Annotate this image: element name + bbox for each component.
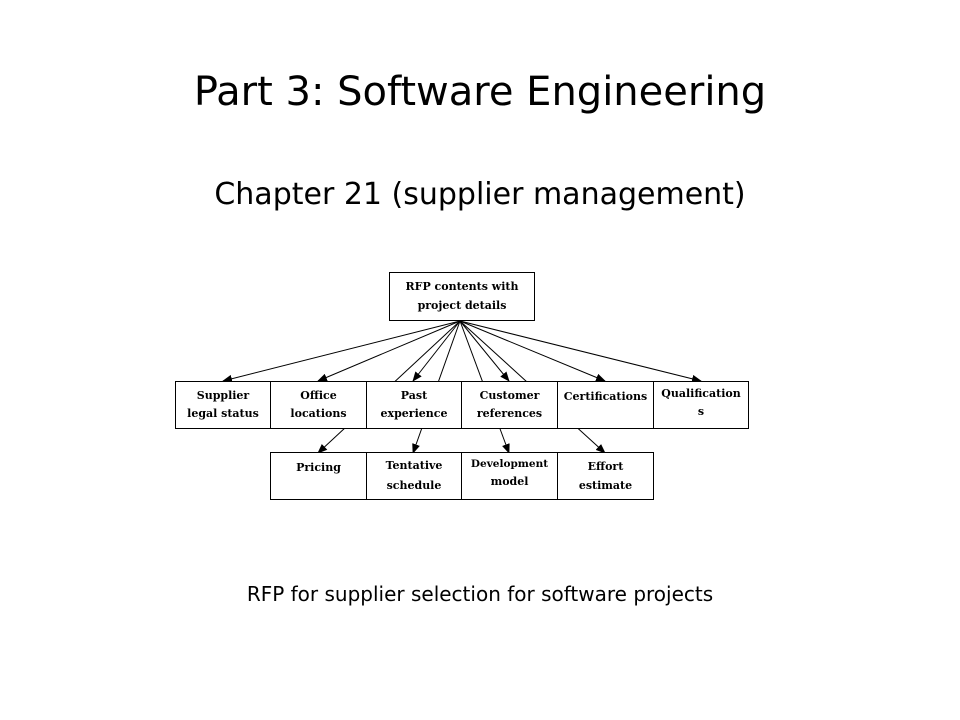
- row2-box-development-model: Development model: [461, 452, 558, 500]
- row1-box-label-line1: Qualification: [661, 387, 741, 400]
- row1-box-label-line2: references: [476, 407, 543, 420]
- root-box: RFP contents with project details: [389, 272, 535, 321]
- slide-title: Part 3: Software Engineering: [193, 69, 767, 115]
- row1-box-label-line1: Office: [300, 389, 337, 402]
- row1-box-label-line2: experience: [380, 407, 448, 420]
- row2-box-label-line2: schedule: [386, 479, 442, 492]
- row1-box-label-line1: Past: [400, 389, 428, 402]
- row1-box-label-line2: s: [697, 405, 705, 418]
- row2-box-label-line1: Effort: [587, 460, 624, 473]
- row2-box-pricing: Pricing: [270, 452, 367, 500]
- row1-box-customer-references: Customer references: [461, 381, 558, 429]
- arrow-to-customer-references: [459, 320, 510, 382]
- row2-box-label-line1: Pricing: [296, 461, 341, 474]
- row2-box-label-line1: Development: [470, 458, 549, 470]
- arrow-to-past-experience: [412, 320, 461, 382]
- row1-box-label-line2: locations: [290, 407, 347, 420]
- arrow-to-office-locations: [317, 320, 461, 382]
- row2-box-tentative-schedule: Tentative schedule: [366, 452, 462, 500]
- arrow-to-supplier-legal-status: [222, 320, 461, 383]
- slide-subtitle: Chapter 21 (supplier management): [214, 177, 746, 212]
- row1-box-label-line1: Supplier: [196, 389, 250, 402]
- row2-box-effort-estimate: Effort estimate: [557, 452, 654, 500]
- row2-box-label-line2: model: [490, 475, 529, 488]
- row1-box-office-locations: Office locations: [270, 381, 367, 429]
- root-box-label-line2: project details: [417, 299, 507, 312]
- arrow-to-qualifications: [459, 320, 702, 383]
- root-box-label-line1: RFP contents with: [405, 280, 519, 293]
- row1-box-label-line1: Customer: [479, 389, 540, 402]
- row2-box-label-line1: Tentative: [385, 459, 443, 472]
- arrow-to-certifications: [459, 320, 606, 382]
- row1-box-label-line1: Certifications: [563, 390, 648, 403]
- slide-caption: RFP for supplier selection for software …: [246, 582, 714, 606]
- row1-box-qualifications: Qualification s: [653, 381, 749, 429]
- row1-box-label-line2: legal status: [187, 407, 259, 420]
- row1-box-certifications: Certifications: [557, 381, 654, 429]
- row1-box-supplier-legal-status: Supplier legal status: [175, 381, 271, 429]
- row1-box-past-experience: Past experience: [366, 381, 462, 429]
- row2-box-label-line2: estimate: [578, 479, 633, 492]
